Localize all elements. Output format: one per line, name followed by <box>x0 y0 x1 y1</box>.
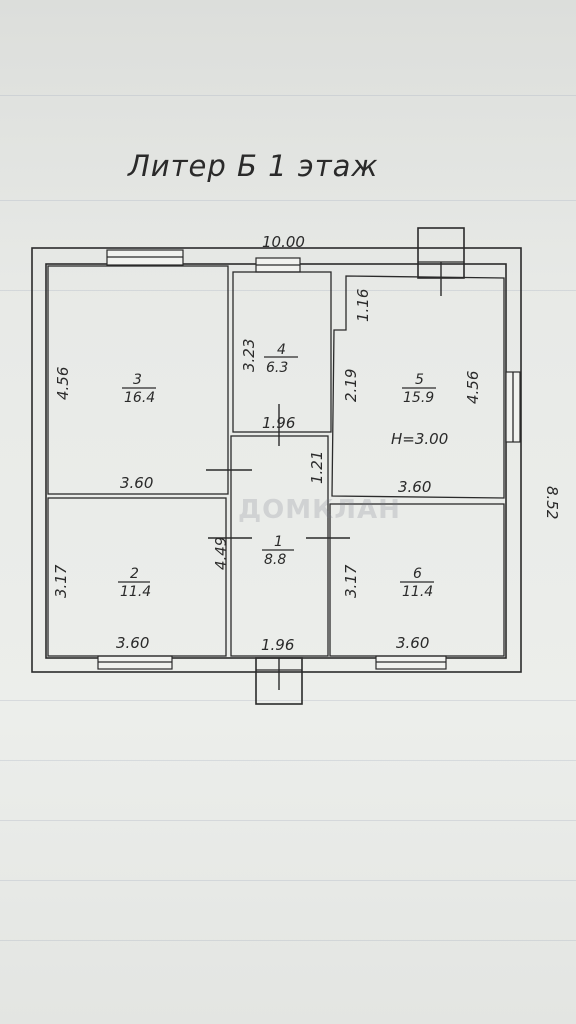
paper-rule <box>0 95 576 96</box>
room-4 <box>232 271 332 433</box>
outer-wall-outline <box>31 247 522 673</box>
room-3-number: 3 <box>133 372 142 388</box>
room-1-area: 8.8 <box>264 552 286 568</box>
room-3-width: 3.60 <box>120 474 153 492</box>
room-4-depth: 3.23 <box>240 339 258 372</box>
watermark: ДОМКЛАН <box>238 495 401 525</box>
paper-rule <box>0 760 576 761</box>
room-1-depth-2: 1.21 <box>308 451 326 484</box>
room-5 <box>331 275 505 499</box>
room-6-number: 6 <box>413 566 422 582</box>
room-6-area: 11.4 <box>402 584 433 600</box>
inner-wall-outline <box>45 263 507 659</box>
room-2-number: 2 <box>130 566 139 582</box>
room-3-depth: 4.56 <box>54 367 72 400</box>
ceiling-height: Н=3.00 <box>391 430 448 448</box>
room-5-wall-length: 2.19 <box>342 369 360 402</box>
room-4-number: 4 <box>277 342 286 358</box>
room-1-depth: 4.49 <box>212 537 230 570</box>
room-4-area: 6.3 <box>266 360 288 376</box>
paper-rule <box>0 700 576 701</box>
room-2-area: 11.4 <box>120 584 151 600</box>
paper-rule <box>0 820 576 821</box>
room-2-depth: 3.17 <box>52 564 70 598</box>
paper-rule <box>0 200 576 201</box>
overall-width: 10.00 <box>262 233 305 251</box>
paper-rule <box>0 880 576 881</box>
plan-title: Литер Б 1 этаж <box>127 149 379 183</box>
paper-rule <box>0 290 576 291</box>
room-5-area: 15.9 <box>403 390 434 406</box>
room-3 <box>47 265 229 495</box>
room-1-width: 1.96 <box>261 636 294 654</box>
room-5-width: 3.60 <box>398 478 431 496</box>
paper-rule <box>0 940 576 941</box>
room-1-number: 1 <box>274 534 283 550</box>
room-4-width: 1.96 <box>262 414 295 432</box>
room-5-jog-length: 1.16 <box>354 289 372 322</box>
room-3-area: 16.4 <box>124 390 155 406</box>
room-6-depth: 3.17 <box>342 564 360 598</box>
room-2 <box>47 497 227 657</box>
room-6-width: 3.60 <box>396 634 429 652</box>
room-6 <box>329 503 505 657</box>
room-5-depth: 4.56 <box>464 371 482 404</box>
room-2-width: 3.60 <box>116 634 149 652</box>
room-5-number: 5 <box>415 372 424 388</box>
overall-depth: 8.52 <box>543 486 561 519</box>
